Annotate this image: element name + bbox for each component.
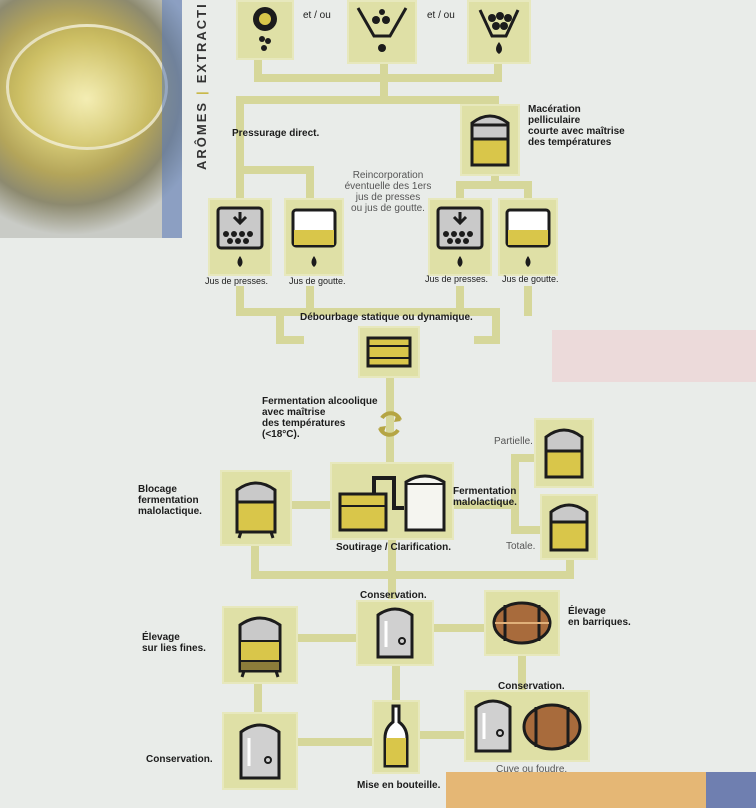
soutirage-label: Soutirage / Clarification. — [336, 542, 452, 553]
et-ou-label-1: et / ou — [303, 10, 331, 21]
partielle-box — [534, 418, 594, 488]
bottle-box — [372, 700, 420, 774]
maceration-tank-icon — [470, 114, 510, 167]
blocage-label: Blocage fermentation malolactique. — [138, 484, 202, 517]
partielle-label: Partielle. — [494, 436, 533, 447]
et-ou-label-2: et / ou — [427, 10, 455, 21]
conservation-droite-label: Conservation. — [498, 681, 565, 692]
conservation-tank-icon — [239, 723, 281, 780]
fermentation-box — [330, 462, 454, 540]
jus-presses-label-1: Jus de presses. — [205, 276, 269, 286]
elevage-lies-box — [222, 606, 298, 684]
totale-label: Totale. — [506, 541, 536, 552]
conservation-centre-box — [356, 600, 434, 666]
mise-bouteille-label: Mise en bouteille. — [357, 780, 441, 791]
totale-tank-icon — [549, 503, 589, 552]
cuve-foudre-icon — [474, 699, 582, 753]
drain-box-2 — [498, 198, 558, 276]
lees-tank-icon — [238, 616, 282, 678]
drain-box-1 — [284, 198, 344, 276]
press-box-2 — [428, 198, 492, 276]
maceration-box — [460, 104, 520, 176]
cycle-icon — [378, 411, 402, 437]
pressurage-split — [236, 166, 314, 204]
stainless-tank-icon — [376, 607, 414, 659]
barriques-box — [484, 590, 560, 656]
wine-bottle-icon — [383, 704, 409, 768]
jus-presses-label-2: Jus de presses. — [425, 274, 489, 284]
fermentation-malolactique-label: Fermentation malolactique. — [453, 486, 517, 508]
elevage-lies-label: Élevage sur lies fines. — [142, 632, 206, 654]
wine-glass-image — [6, 24, 168, 150]
blocage-box — [220, 470, 292, 546]
to-totale — [511, 501, 544, 534]
grapes-box — [467, 0, 531, 64]
destemmer-icon — [253, 7, 277, 51]
jus-goutte-label-2: Jus de goutte. — [502, 274, 559, 284]
photo-edge — [162, 0, 182, 238]
maceration-label: Macération pelliculaire courte avec maît… — [528, 104, 625, 148]
grape-bunch-icon — [478, 9, 520, 54]
press-box-1 — [208, 198, 272, 276]
crusher-icon — [356, 7, 408, 52]
bottom-panel-edge — [446, 772, 756, 808]
drain-icon — [291, 208, 337, 267]
top-collector-line — [254, 56, 502, 82]
soutirage-collector — [251, 541, 574, 579]
maceration-split-right — [491, 181, 532, 204]
blocage-tank-icon — [235, 481, 277, 539]
conservation-centre-label: Conservation. — [360, 590, 427, 601]
conservation-gauche-label: Conservation. — [146, 754, 213, 765]
debourbage-box — [358, 326, 420, 378]
drain-icon-2 — [505, 208, 551, 267]
jus-goutte-label-1: Jus de goutte. — [289, 276, 346, 286]
settling-tank-icon — [366, 336, 412, 368]
fermentation-alcoolique-label: Fermentation alcoolique avec maîtrise de… — [262, 396, 378, 440]
totale-box — [540, 494, 598, 560]
barrel-icon — [492, 601, 552, 645]
press-icon-2 — [436, 206, 484, 267]
crushing-box — [347, 0, 417, 64]
debourbage-label: Débourbage statique ou dynamique. — [300, 312, 473, 323]
maceration-split-left — [456, 171, 499, 204]
to-partielle — [451, 454, 544, 509]
cuve-foudre-label: Cuve ou foudre. — [496, 764, 568, 775]
background-panel — [552, 330, 756, 382]
cuve-foudre-box — [464, 690, 590, 762]
press-icon — [216, 206, 264, 267]
reincorporation-label: Reincorporation éventuelle des 1ers jus … — [344, 170, 432, 214]
transfer-tanks-icon — [338, 474, 446, 532]
split-line — [236, 96, 499, 114]
elevage-barriques-label: Élevage en barriques. — [568, 606, 631, 628]
partielle-tank-icon — [544, 428, 584, 479]
wine-glass-photo — [0, 0, 182, 238]
destemming-box — [236, 0, 294, 60]
pressurage-label: Pressurage direct. — [232, 128, 320, 139]
conservation-gauche-box — [222, 712, 298, 790]
